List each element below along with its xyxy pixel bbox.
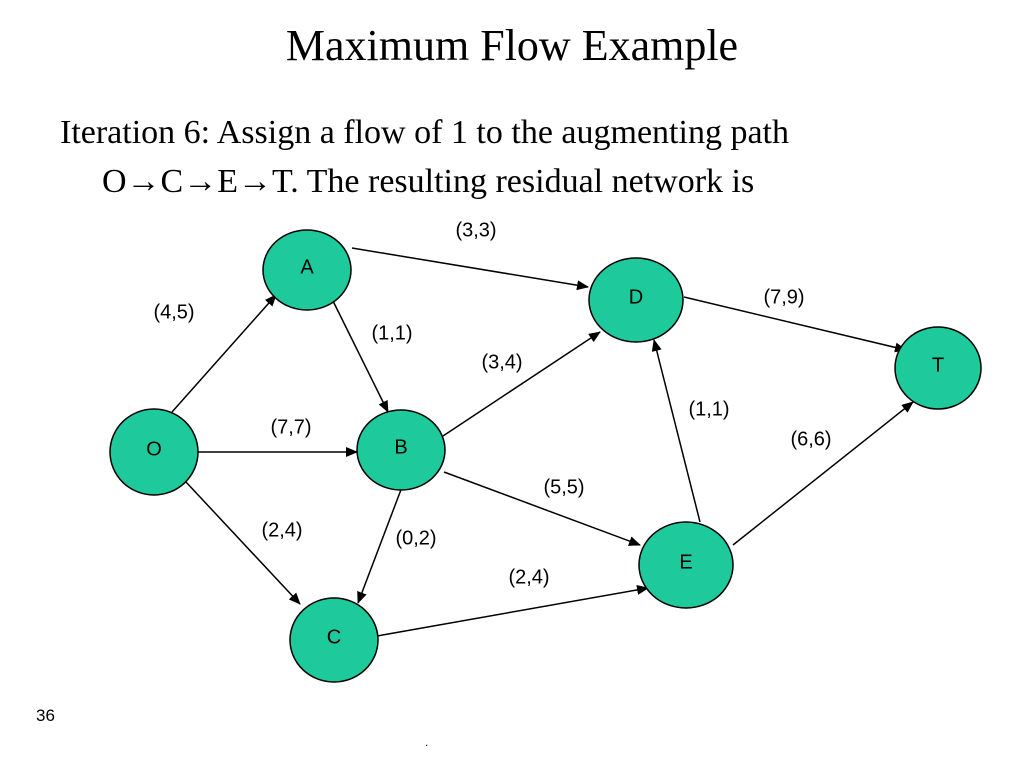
node-a: A [262,229,352,311]
edge-label-b-e: (5,5) [543,476,584,498]
edge-label-e-t: (6,6) [790,428,831,450]
edge-labels-layer: (4,5) (7,7) (2,4) (3,3) (1,1) (3,4) (5,5) (0,2)… [153,219,831,588]
slide-number: 36 [36,706,55,725]
edge-a-d [351,247,589,291]
edge-label-o-c: (2,4) [261,519,302,541]
edge-o-a [171,294,277,413]
nodes-layer: O A B C D E T [109,229,982,683]
edge-b-e [443,471,641,546]
node-e-label: E [679,551,692,573]
node-o-label: O [146,438,162,460]
edge-label-o-b: (7,7) [270,416,311,438]
node-t-label: T [932,354,944,376]
edge-label-d-t: (7,9) [763,286,804,308]
edge-d-t [683,296,907,353]
edge-c-e [376,584,649,637]
edge-b-d [442,331,601,437]
node-c-label: C [327,626,341,648]
node-b: B [356,409,446,491]
description-line-1: Iteration 6: Assign a flow of 1 to the a… [60,114,789,151]
node-d-circle [588,257,684,343]
edge-e-d [651,339,701,523]
node-e-circle [638,521,734,609]
description-line-2: O→C→E→T. The resulting residual network … [102,163,755,200]
node-c: C [289,597,379,683]
edge-a-b [332,300,389,413]
node-d-label: D [629,286,643,308]
node-c-circle [289,597,379,683]
node-t-circle [894,326,982,410]
node-b-circle [356,409,446,491]
node-o: O [109,408,199,496]
edge-label-a-d: (3,3) [455,219,496,241]
node-d: D [588,257,684,343]
node-a-circle [262,229,352,311]
edge-label-c-e: (2,4) [508,566,549,588]
edge-label-e-d: (1,1) [688,398,729,420]
footer-mark: . [425,735,429,749]
node-o-circle [109,408,199,496]
edges-layer [171,247,914,637]
edge-label-b-c: (0,2) [395,527,436,549]
edge-o-c [185,481,301,605]
node-b-label: B [394,436,407,458]
edge-e-t [732,401,914,546]
edge-label-o-a: (4,5) [153,301,194,323]
node-a-label: A [300,256,314,278]
edge-label-b-d: (3,4) [481,351,522,373]
edge-label-a-b: (1,1) [371,322,412,344]
node-t: T [894,326,982,410]
slide-title: Maximum Flow Example [285,21,739,70]
node-e: E [638,521,734,609]
edge-b-c [357,486,403,604]
